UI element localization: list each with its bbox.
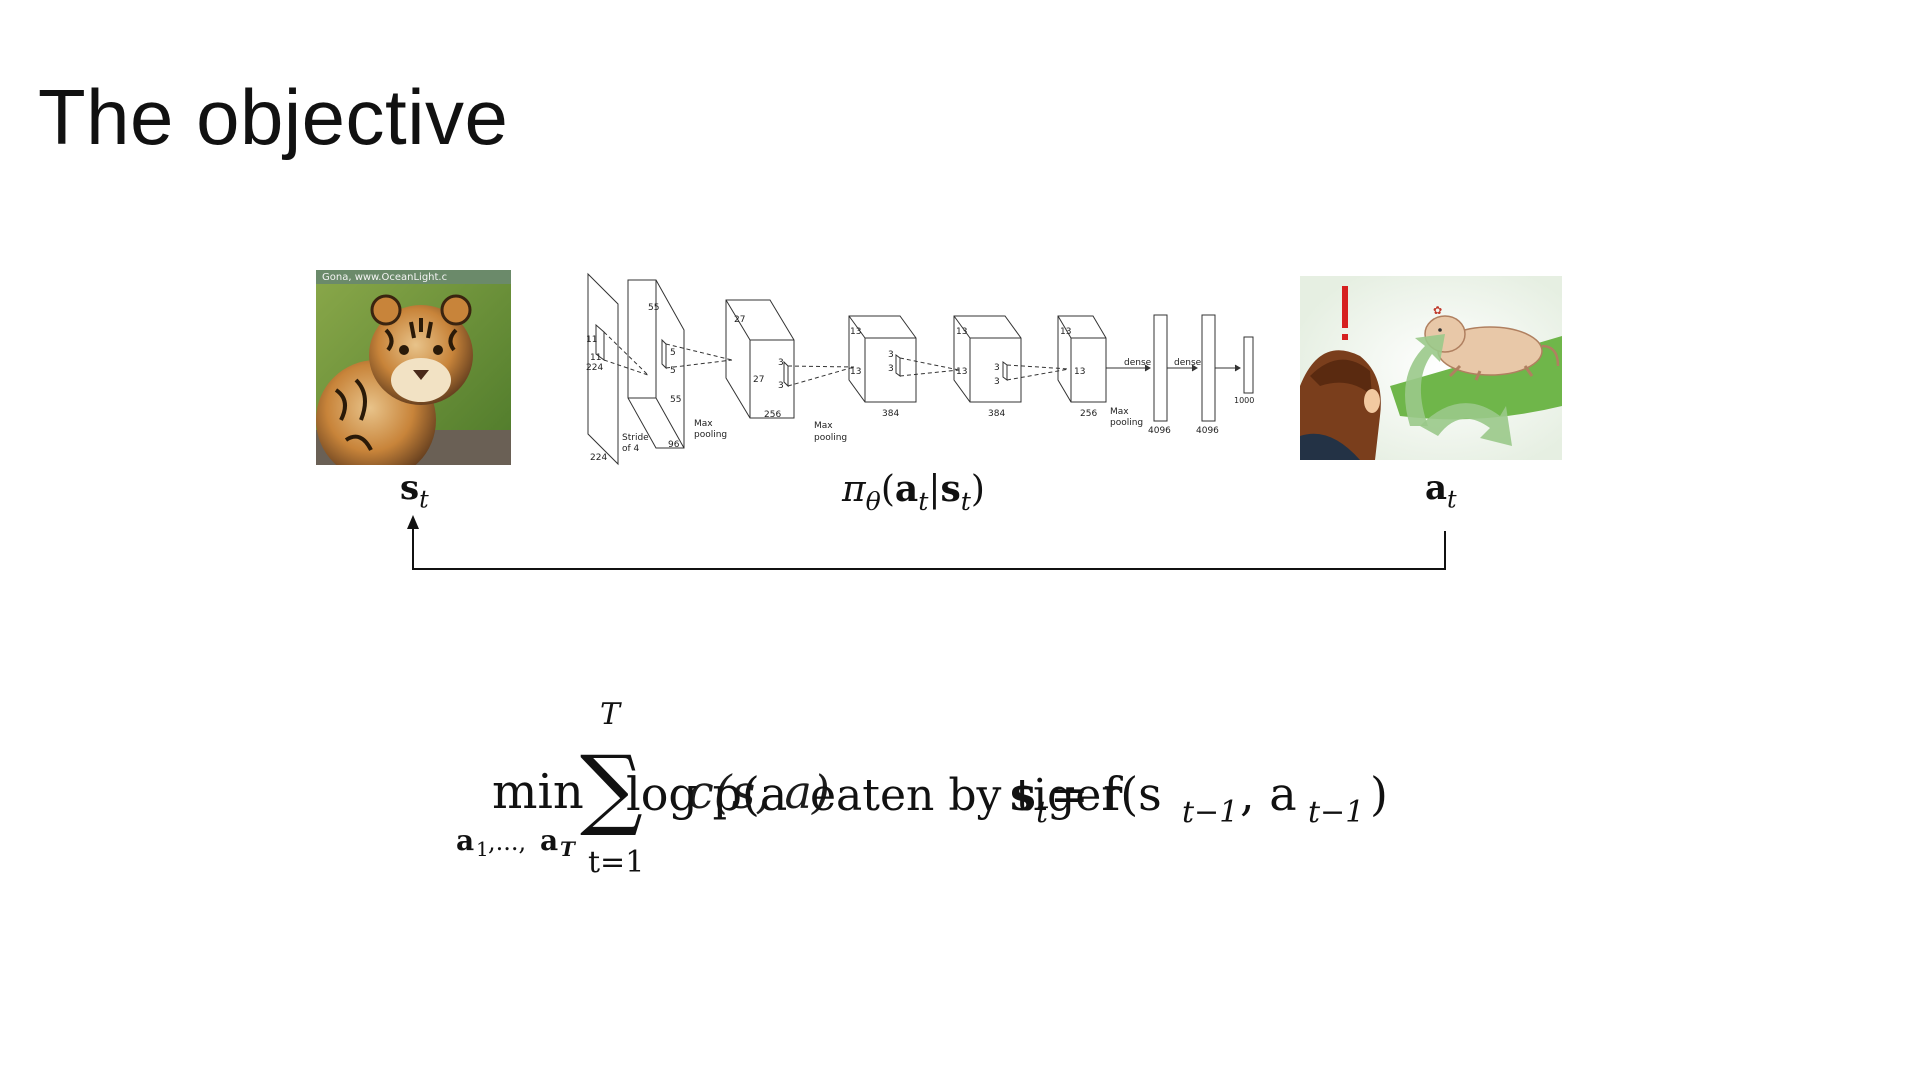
cnn-label: pooling (694, 430, 727, 440)
cnn-label: 3 (994, 363, 1000, 373)
formula-sum-upper: T (600, 700, 622, 732)
cnn-label: 55 (670, 395, 681, 405)
policy-label: πθ(at|st) (842, 468, 985, 516)
cnn-label: 3 (778, 381, 784, 391)
formula-layer-cost: c(s, a) (688, 765, 830, 819)
cnn-label: 27 (753, 375, 764, 385)
cnn-label: 11 (590, 353, 601, 363)
cnn-label: 55 (648, 303, 659, 313)
tiger-image: Gona, www.OceanLight.c (316, 270, 511, 465)
formula-layer-close: ) (1370, 767, 1388, 821)
cnn-label: Max (1110, 407, 1129, 417)
cnn-label: 13 (956, 367, 967, 377)
cnn-label: 13 (1060, 327, 1071, 337)
cnn-label: Max (694, 419, 713, 429)
cnn-label: pooling (1110, 418, 1143, 428)
cnn-architecture-diagram: 224 224 11 11 Stride of 4 55 55 96 5 5 M… (586, 272, 1254, 466)
objective-formula: min a 1 ,..., a T T ∑ t=1 log p(a c(s, a… (456, 700, 1388, 880)
cnn-label: 256 (764, 410, 781, 420)
state-label: st (400, 468, 429, 514)
cnn-label: 3 (888, 350, 894, 360)
cnn-label: 5 (670, 348, 676, 358)
cnn-label: 3 (778, 358, 784, 368)
cnn-label: pooling (814, 433, 847, 443)
formula-min-sub-a1: a (456, 824, 474, 857)
cnn-label: of 4 (622, 444, 640, 454)
formula-layer-s-sub: t (1036, 795, 1049, 830)
cnn-label: 4096 (1148, 426, 1171, 436)
formula-min-sub-1: 1 (476, 837, 489, 861)
formula-layer-a: , a (1240, 767, 1297, 821)
formula-layer-a-sub: t−1 (1308, 795, 1364, 830)
action-label: at (1425, 468, 1457, 514)
cnn-label: dense (1174, 358, 1202, 368)
svg-text:Gona, www.OceanLight.c: Gona, www.OceanLight.c (322, 272, 447, 283)
svg-text:✿: ✿ (1433, 304, 1442, 317)
cnn-label: Max (814, 421, 833, 431)
cnn-label: 5 (670, 366, 676, 376)
formula-sum-lower: t=1 (588, 845, 644, 880)
slide-title: The objective (38, 73, 509, 161)
formula-layer-s: s (1010, 767, 1036, 821)
cnn-label: 4096 (1196, 426, 1219, 436)
cnn-label: Stride (622, 433, 649, 443)
cnn-label: 11 (586, 335, 597, 345)
cnn-label: 384 (988, 409, 1005, 419)
formula-min-sub-aT: a (540, 824, 558, 857)
cnn-label: 256 (1080, 409, 1097, 419)
formula-sum-symbol: ∑ (580, 736, 643, 839)
formula-layer-eaten: eaten by tiger (810, 770, 1123, 821)
formula-layer-logp: log p(a (626, 767, 787, 821)
cnn-label: 1000 (1234, 396, 1254, 405)
formula-layer-f: = f(s (1050, 767, 1162, 821)
cnn-label: 3 (888, 364, 894, 374)
cnn-label: 3 (994, 377, 1000, 387)
cnn-label: 13 (1074, 367, 1085, 377)
cnn-label: 27 (734, 315, 745, 325)
cnn-label: 96 (668, 440, 680, 450)
cnn-label: 224 (590, 453, 607, 463)
cnn-label: 224 (586, 363, 603, 373)
cartoon-image: ✿ (1300, 276, 1562, 460)
cnn-label: 384 (882, 409, 899, 419)
formula-layer-f-sub1: t−1 (1182, 795, 1238, 830)
feedback-loop-arrow (407, 515, 1446, 570)
cnn-label: dense (1124, 358, 1152, 368)
formula-min-sub-T: T (560, 837, 577, 861)
formula-min: min (492, 764, 584, 820)
cnn-label: 13 (850, 367, 861, 377)
formula-min-sub-dots: ,..., (488, 828, 526, 856)
cnn-label: 13 (850, 327, 861, 337)
cnn-label: 13 (956, 327, 967, 337)
